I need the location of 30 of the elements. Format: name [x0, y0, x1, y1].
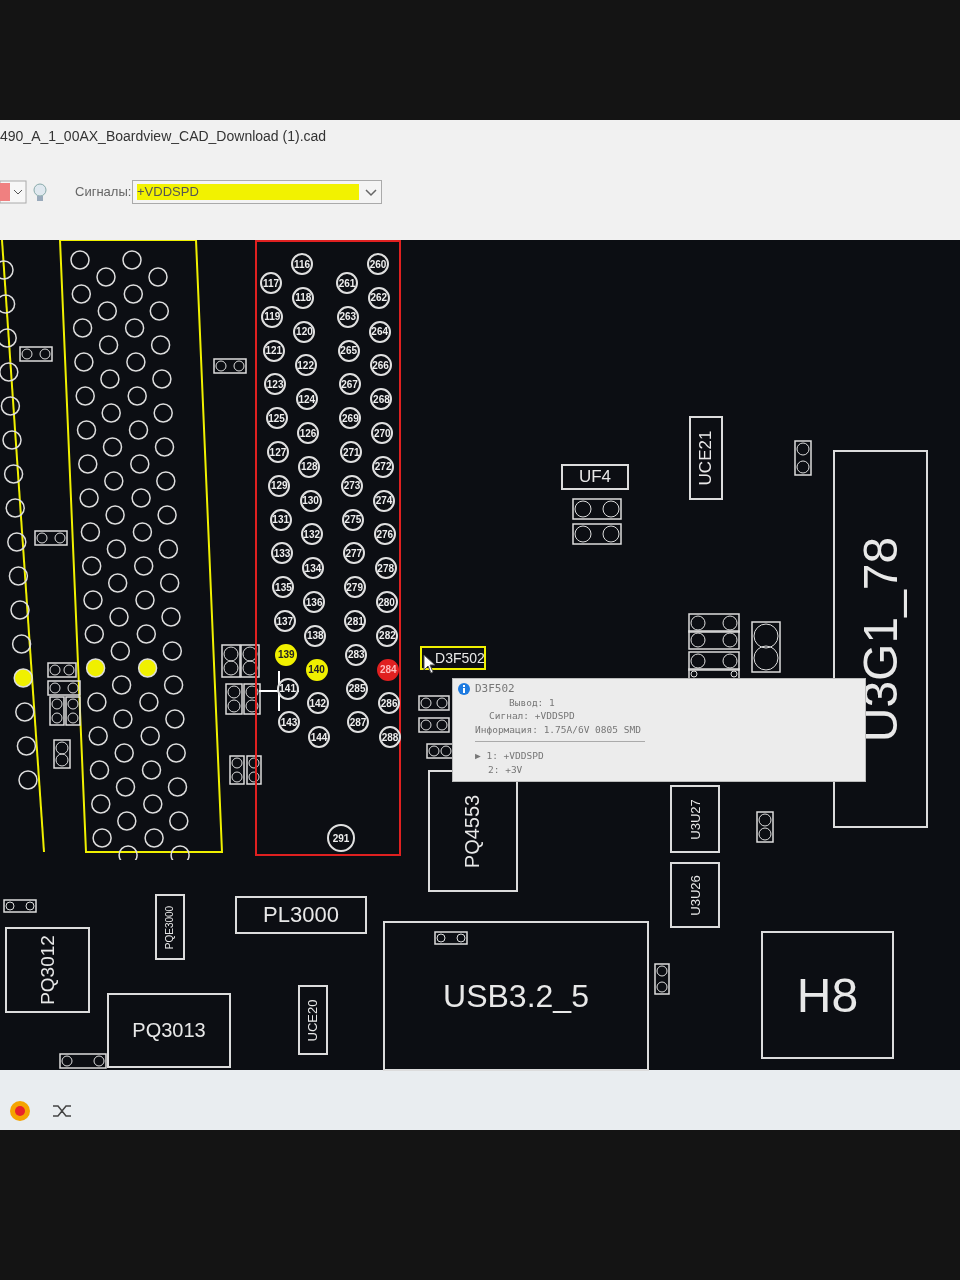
component-outline: [5, 927, 90, 1013]
component-label: UCE21: [696, 430, 716, 486]
component-label: UCE20: [305, 999, 321, 1041]
component-label: U3U26: [687, 874, 703, 916]
tooltip-text: ▶ 1: +VDDSPD: [475, 750, 544, 761]
component-label: U3U27: [687, 798, 703, 840]
component-outline: PQ3013: [107, 993, 231, 1068]
component-outline: D3F502: [420, 646, 486, 670]
field-label: Сигналы:: [75, 184, 132, 199]
component-outline: [298, 985, 328, 1055]
component-label: PQE3000: [164, 905, 176, 949]
component-outline: [155, 894, 185, 960]
component-label: U3G1_78: [853, 536, 908, 742]
signal-select-field: +VDDSPD: [132, 180, 382, 204]
component-outline: [689, 416, 723, 500]
connector-outline: [255, 240, 401, 856]
tooltip-text: Вывод: 1: [509, 697, 555, 708]
tooltip-text: 2: +3V: [488, 764, 523, 775]
component-outline: USB3.2_5: [383, 921, 649, 1071]
window-title: 490_A_1_00AX_Boardview_CAD_Download (1).cad: [0, 128, 327, 144]
component-outline: [670, 785, 720, 853]
tooltip-text: Информация: 1.75A/6V 0805 SMD: [475, 724, 641, 735]
component-label: PQ3012: [36, 935, 59, 1005]
component-outline: H8: [761, 931, 894, 1059]
tooltip-heading: D3F502: [475, 682, 515, 695]
component-outline: UF4: [561, 464, 629, 490]
tooltip-text: Сигнал: +VDDSPD: [489, 710, 575, 721]
component-outline: PL3000: [235, 896, 367, 934]
component-outline: [670, 862, 720, 928]
component-label: PQ4553: [461, 794, 485, 868]
